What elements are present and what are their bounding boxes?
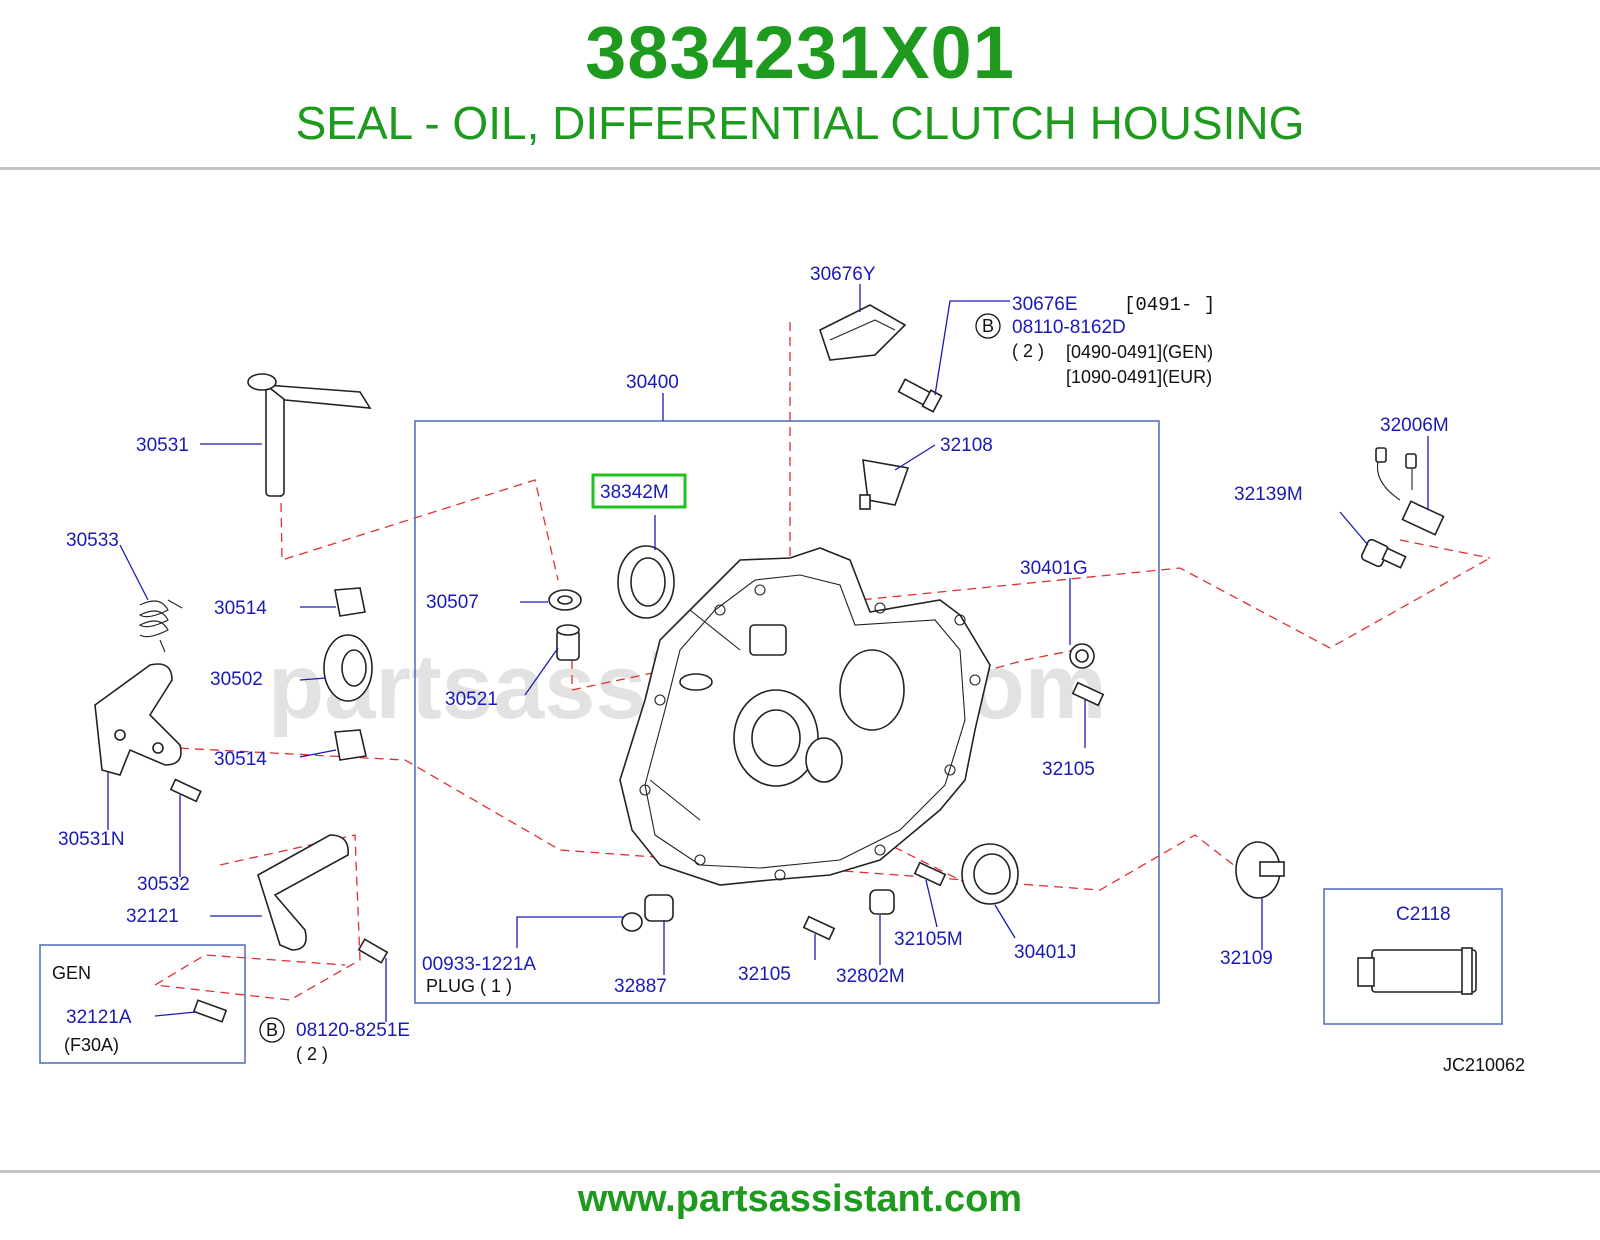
part-32121-arm-shape	[257, 834, 349, 951]
diagram-code: JC210062	[1443, 1055, 1525, 1075]
bolt-badge-circle-lower	[259, 1017, 285, 1043]
part-32802M-shape	[869, 889, 895, 915]
part-30531-shape	[247, 373, 372, 497]
part-30502-bearing-shape	[323, 634, 373, 702]
callout-32121A-note: (F30A)	[64, 1035, 119, 1055]
part-number-title: 3834231X01	[585, 11, 1015, 94]
callout-32121A[interactable]: 32121A	[66, 1007, 132, 1028]
part-32139M-shape	[1360, 538, 1407, 569]
callout-30400[interactable]: 30400	[626, 372, 679, 393]
part-30533-spring-shape	[138, 599, 183, 653]
callout-32006M[interactable]: 32006M	[1380, 415, 1449, 436]
part-30514-clip-lower	[334, 729, 367, 761]
callout-08110-range-eur: [1090-0491](EUR)	[1066, 367, 1212, 387]
callout-30533[interactable]: 30533	[66, 530, 119, 551]
callout-30521[interactable]: 30521	[445, 689, 498, 710]
callout-32105M[interactable]: 32105M	[894, 929, 963, 950]
part-32006M-switch-shape	[1375, 447, 1445, 536]
gen-variant-box	[39, 944, 246, 1064]
callout-00933-1221A[interactable]: 00933-1221A	[422, 954, 536, 975]
callout-C2118[interactable]: C2118	[1396, 904, 1451, 925]
header-divider	[0, 167, 1600, 170]
callout-32139M[interactable]: 32139M	[1234, 484, 1303, 505]
part-30532-pin-shape	[169, 778, 202, 803]
part-30401J-seal-shape	[961, 843, 1019, 905]
bolt-08110-shape	[897, 378, 943, 413]
part-30521-sleeve-shape	[556, 624, 580, 661]
callout-08110-8162D[interactable]: 08110-8162D	[1012, 317, 1126, 338]
part-38342M-oil-seal-shape	[617, 545, 675, 619]
callout-08120-8251E[interactable]: 08120-8251E	[296, 1020, 410, 1041]
sealant-box	[1323, 888, 1503, 1025]
callout-30676E[interactable]: 30676E	[1012, 294, 1078, 315]
callout-00933-plug-note: PLUG ( 1 )	[426, 976, 512, 996]
footer-website-link[interactable]: www.partsassistant.com	[577, 1178, 1023, 1220]
part-30401G-shape	[1069, 643, 1095, 669]
part-32105-pin-bottom	[802, 915, 836, 941]
part-32105-pin-right	[1071, 681, 1105, 707]
part-32105M-pin-shape	[913, 861, 947, 887]
callout-08110-qty: ( 2 )	[1012, 341, 1044, 361]
callout-30502[interactable]: 30502	[210, 669, 263, 690]
bolt-badge-label-lower: B	[266, 1020, 278, 1040]
callout-32105-bottom[interactable]: 32105	[738, 964, 791, 985]
callout-32108[interactable]: 32108	[940, 435, 993, 456]
callout-30514-lower[interactable]: 30514	[214, 749, 267, 770]
callout-30401G[interactable]: 30401G	[1020, 558, 1088, 579]
callout-32109[interactable]: 32109	[1220, 948, 1273, 969]
callout-30514-upper[interactable]: 30514	[214, 598, 267, 619]
part-30676Y-shape	[819, 304, 907, 361]
footer-divider	[0, 1170, 1600, 1173]
callout-30401J[interactable]: 30401J	[1014, 942, 1076, 963]
part-30514-clip-upper	[334, 587, 366, 617]
part-30531N-fork-shape	[94, 663, 182, 776]
part-32109-shape	[1235, 841, 1285, 899]
part-32887-shape	[644, 894, 674, 922]
bolt-badge-label: B	[982, 316, 994, 336]
part-30400-clutch-housing-shape	[619, 547, 991, 886]
highlight-box-38342M	[591, 473, 687, 509]
callout-30532[interactable]: 30532	[137, 874, 190, 895]
callout-leader-lines	[107, 284, 1429, 1022]
callout-30531N[interactable]: 30531N	[58, 829, 125, 850]
callout-32802M[interactable]: 32802M	[836, 966, 905, 987]
bolt-08120-shape	[357, 938, 389, 964]
callout-30531[interactable]: 30531	[136, 435, 189, 456]
callout-32105-right[interactable]: 32105	[1042, 759, 1095, 780]
part-description: SEAL - OIL, DIFFERENTIAL CLUTCH HOUSING	[295, 97, 1305, 149]
part-30507-bearing-shape	[548, 589, 582, 611]
callout-30507[interactable]: 30507	[426, 592, 479, 613]
callout-30676E-date-range: [0491- ]	[1124, 294, 1215, 316]
part-C2118-sealant-tube-shape	[1357, 947, 1477, 995]
callout-30676Y[interactable]: 30676Y	[810, 264, 876, 285]
part-32121A-bolt-shape	[192, 999, 228, 1023]
callout-32121[interactable]: 32121	[126, 906, 179, 927]
housing-group-box	[414, 420, 1160, 1004]
part-32108-shape	[859, 459, 910, 510]
bolt-badge-circle	[975, 313, 1001, 339]
part-00933-plug-shape	[621, 912, 643, 932]
callout-08120-qty: ( 2 )	[296, 1044, 328, 1064]
callout-08110-range-gen: [0490-0491](GEN)	[1066, 342, 1213, 362]
callout-38342M-highlighted[interactable]: 38342M	[600, 482, 669, 503]
gen-box-label: GEN	[52, 963, 91, 983]
callout-32887[interactable]: 32887	[614, 976, 667, 997]
